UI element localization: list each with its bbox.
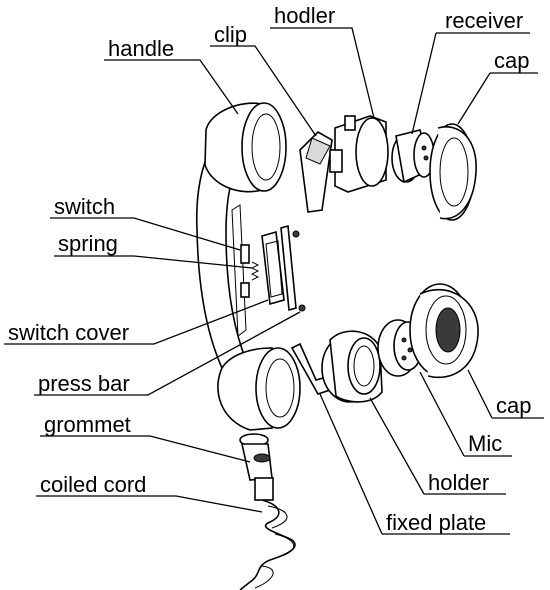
- label-coiled-cord: coiled cord: [36, 472, 263, 513]
- label-press-bar: press bar: [34, 311, 301, 396]
- svg-text:spring: spring: [58, 231, 118, 256]
- label-cap-top: cap: [457, 48, 538, 125]
- cap-bottom-part: [409, 283, 479, 379]
- label-switch-cover: switch cover: [4, 299, 269, 345]
- hodler-part: [329, 115, 389, 193]
- svg-text:Mic: Mic: [468, 431, 502, 456]
- label-hodler: hodler: [270, 3, 375, 119]
- label-cap-bottom: cap: [467, 369, 544, 419]
- svg-text:coiled cord: coiled cord: [40, 472, 146, 497]
- svg-text:receiver: receiver: [445, 8, 523, 33]
- handle-part: [195, 102, 301, 431]
- label-spring: spring: [54, 231, 253, 269]
- switch-part: [240, 244, 250, 298]
- label-fixed-plate: fixed plate: [319, 393, 510, 535]
- svg-text:grommet: grommet: [44, 412, 131, 437]
- label-mic: Mic: [419, 371, 512, 457]
- label-handle: handle: [104, 36, 239, 115]
- label-clip: clip: [210, 22, 317, 137]
- svg-text:cap: cap: [496, 393, 531, 418]
- svg-text:fixed plate: fixed plate: [386, 510, 486, 535]
- switch-cover-part: [261, 230, 285, 306]
- svg-text:press bar: press bar: [38, 371, 130, 396]
- label-switch: switch: [50, 194, 241, 251]
- svg-text:cap: cap: [494, 48, 529, 73]
- receiver-part: [391, 129, 435, 184]
- press-bar-part: [280, 224, 306, 312]
- spring-part: [250, 261, 260, 281]
- svg-text:hodler: hodler: [274, 3, 335, 28]
- svg-text:holder: holder: [428, 470, 489, 495]
- clip-part: [299, 131, 333, 213]
- cap-top-part: [429, 123, 477, 221]
- coiled-cord-part: [239, 499, 296, 590]
- label-grommet: grommet: [40, 412, 251, 463]
- grommet-part: [239, 433, 274, 501]
- label-holder: holder: [369, 397, 506, 495]
- svg-text:clip: clip: [214, 22, 247, 47]
- svg-text:switch: switch: [54, 194, 115, 219]
- holder-part: [321, 330, 383, 403]
- label-receiver: receiver: [411, 8, 530, 135]
- svg-text:switch cover: switch cover: [8, 320, 129, 345]
- svg-text:handle: handle: [108, 36, 174, 61]
